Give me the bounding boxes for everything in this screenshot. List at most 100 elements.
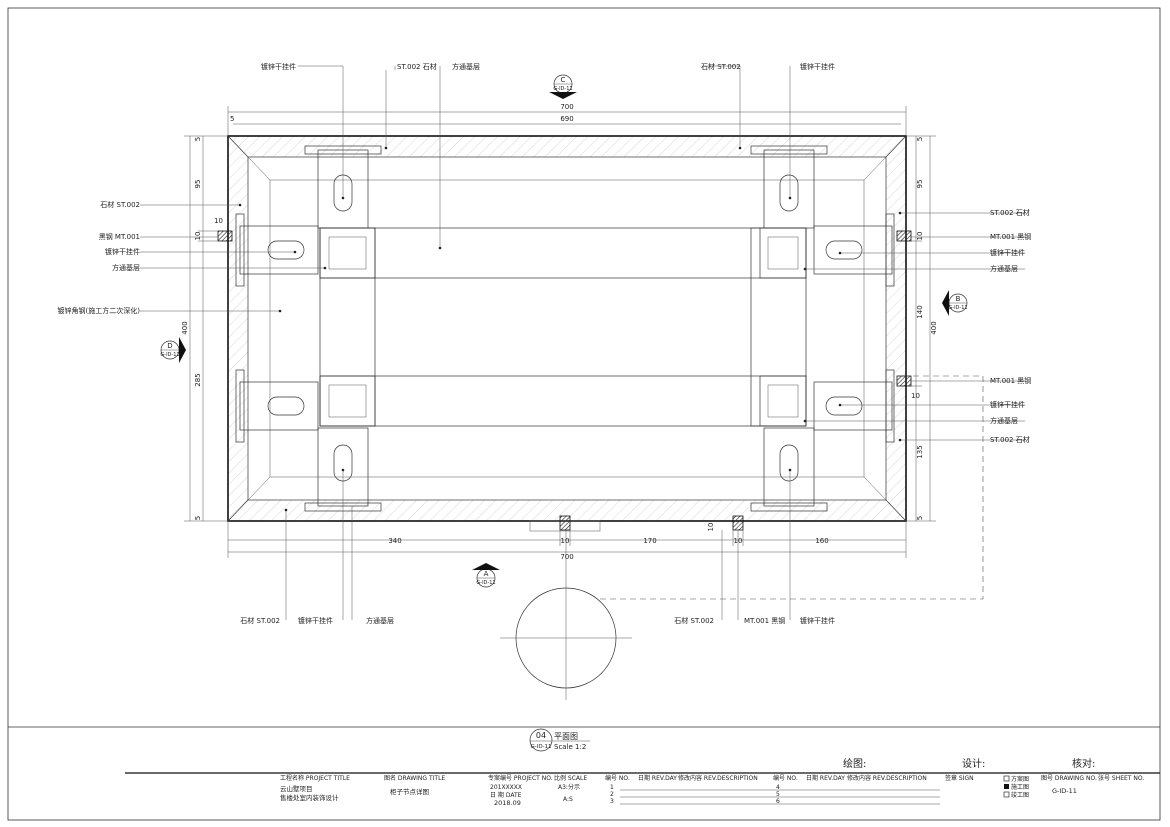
sign-draw: 绘图: <box>843 757 866 770</box>
annotation-labels: 镀锌干挂件 ST.002 石材 方通基层 石材 ST.002 镀锌干挂件 石材 … <box>58 62 1032 625</box>
tb-stage-1: 方案图 <box>1011 775 1029 783</box>
dim-bottom-700: 700 <box>560 553 573 561</box>
dim-bottom-10b: 10 <box>734 537 743 545</box>
dim-left-5a: 5 <box>194 137 202 141</box>
dim-left-top-10: 10 <box>214 217 223 225</box>
label-right-3: 镀锌干挂件 <box>990 248 1025 257</box>
label-bottom-6: 镀锌干挂件 <box>800 616 835 625</box>
label-right-4: 方通基层 <box>990 264 1018 273</box>
tb-rev-desc-label: 修改内容 REV.DESCRIPTION <box>678 774 758 782</box>
tb-date-value: 2018.09 <box>494 799 521 807</box>
label-right-5: MT.001 黑钢 <box>990 376 1031 385</box>
section-marker-a: A G-ID-11 <box>472 563 500 588</box>
section-marker-b: B G-ID-11 <box>942 290 968 316</box>
tb-drawing-no-label: 图号 DRAWING NO. <box>1041 775 1097 782</box>
dim-right-400: 400 <box>930 321 938 334</box>
tb-stage-2: 施工图 <box>1011 783 1029 791</box>
dim-bottom-160: 160 <box>815 537 828 545</box>
label-right-6: 镀锌干挂件 <box>990 400 1025 409</box>
dim-left-10: 10 <box>194 232 202 241</box>
dim-right-5b: 5 <box>916 516 924 520</box>
sign-check: 核对: <box>1072 757 1095 770</box>
dimension-labels: 700 690 700 340 170 160 10 10 10 5 5 95 … <box>181 103 938 561</box>
signature-row: 绘图: 设计: 核对: <box>843 757 1095 770</box>
tb-project-title-2: 售楼处室内装饰设计 <box>280 793 339 802</box>
label-left-3: 镀锌干挂件 <box>105 247 140 256</box>
section-d-letter: D <box>167 342 172 350</box>
tb-rev-no-label-2: 编号 NO. <box>773 774 798 782</box>
section-marker-d: D G-ID-11 <box>160 337 186 363</box>
label-top-left-1: 镀锌干挂件 <box>261 62 296 71</box>
drawing-number: 04 <box>536 731 546 740</box>
tb-scale-value-2: A:S <box>563 796 573 803</box>
section-c-letter: C <box>561 76 566 84</box>
dim-top-690: 690 <box>560 115 573 123</box>
tb-rev-row-1: 1 <box>610 784 614 791</box>
tb-scale-value: A3:分示 <box>558 783 580 791</box>
drawing-scale: Scale 1:2 <box>554 743 586 751</box>
tb-project-no-label: 专案编号 PROJECT NO. <box>488 774 553 782</box>
label-left-4: 方通基层 <box>112 263 140 272</box>
tb-date-label: 日 期 DATE <box>490 791 522 799</box>
label-top-left-3: 方通基层 <box>452 62 480 71</box>
tb-rev-row-6: 6 <box>776 798 780 805</box>
label-right-2: MT.001 黑钢 <box>990 232 1031 241</box>
label-left-1: 石材 ST.002 <box>100 200 140 209</box>
tb-stage-3: 竣工图 <box>1011 791 1029 799</box>
dim-bottom-340: 340 <box>388 537 401 545</box>
label-bottom-5: MT.001 黑钢 <box>744 616 785 625</box>
dim-right-95: 95 <box>916 180 924 189</box>
sign-design: 设计: <box>962 757 985 770</box>
label-right-8: ST.002 石材 <box>990 435 1030 444</box>
title-block: 工程名称 PROJECT TITLE 云山墅项目 售楼处室内装饰设计 图名 DR… <box>125 772 1160 807</box>
tb-rev-desc-label-2: 修改内容 REV.DESCRIPTION <box>847 774 927 782</box>
stage-2-checkbox <box>1004 784 1009 789</box>
section-d-ref: G-ID-11 <box>160 352 179 358</box>
drawing-title: 04 G-ID-11 平面图 Scale 1:2 <box>529 728 590 752</box>
dim-left-285: 285 <box>194 373 202 386</box>
section-b-letter: B <box>956 295 961 303</box>
tb-rev-row-2: 2 <box>610 791 614 798</box>
tb-rev-date-label: 日期 REV.DAY <box>638 774 677 782</box>
tb-drawing-title-label: 图名 DRAWING TITLE <box>384 774 445 782</box>
label-top-right-2: 镀锌干挂件 <box>800 62 835 71</box>
dim-bottom-170: 170 <box>643 537 656 545</box>
tb-drawing-title-value: 柜子节点详图 <box>390 787 429 796</box>
tb-rev-date-label-2: 日期 REV.DAY <box>806 774 845 782</box>
dim-right-10a: 10 <box>916 232 924 241</box>
sheet-border <box>7 7 1161 821</box>
label-top-right-1: 石材 ST.002 <box>701 62 741 71</box>
tb-sign-label: 签章 SIGN <box>945 774 974 782</box>
section-marker-c: C G-ID-11 <box>549 74 577 99</box>
label-top-left-2: ST.002 石材 <box>397 62 437 71</box>
drawing-name: 平面图 <box>554 732 578 741</box>
label-bottom-2: 镀锌干挂件 <box>298 616 333 625</box>
label-right-1: ST.002 石材 <box>990 208 1030 217</box>
dim-bottom-10c: 10 <box>707 523 715 532</box>
label-bottom-3: 方通基层 <box>366 616 394 625</box>
tb-rev-no-label: 编号 NO. <box>605 774 630 782</box>
label-bottom-1: 石材 ST.002 <box>240 616 280 625</box>
stage-3-checkbox <box>1003 791 1010 798</box>
tb-project-no-value: 201XXXXX <box>490 784 522 791</box>
dim-top-700: 700 <box>560 103 573 111</box>
tb-drawing-no-value: G-ID-11 <box>1052 787 1077 795</box>
tb-scale-label: 比例 SCALE <box>554 774 587 782</box>
label-right-7: 方通基层 <box>990 416 1018 425</box>
section-c-ref: G-ID-11 <box>553 86 572 92</box>
dim-right-135: 135 <box>916 445 924 458</box>
tb-sheet-no-label: 张号 SHEET NO. <box>1098 774 1144 782</box>
dim-right-140: 140 <box>916 305 924 318</box>
dim-right-5a: 5 <box>916 137 924 141</box>
tb-rev-row-4: 4 <box>776 784 780 791</box>
label-left-5: 镀锌角钢(施工方二次深化) <box>58 306 141 315</box>
tb-project-title-label: 工程名称 PROJECT TITLE <box>280 774 350 782</box>
dim-corner-5: 5 <box>230 115 234 123</box>
tb-project-title-1: 云山墅项目 <box>280 784 313 793</box>
drawing-ref: G-ID-11 <box>530 744 551 750</box>
tb-rev-row-3: 3 <box>610 798 614 805</box>
dim-left-400: 400 <box>181 321 189 334</box>
dim-left-5b: 5 <box>194 516 202 520</box>
